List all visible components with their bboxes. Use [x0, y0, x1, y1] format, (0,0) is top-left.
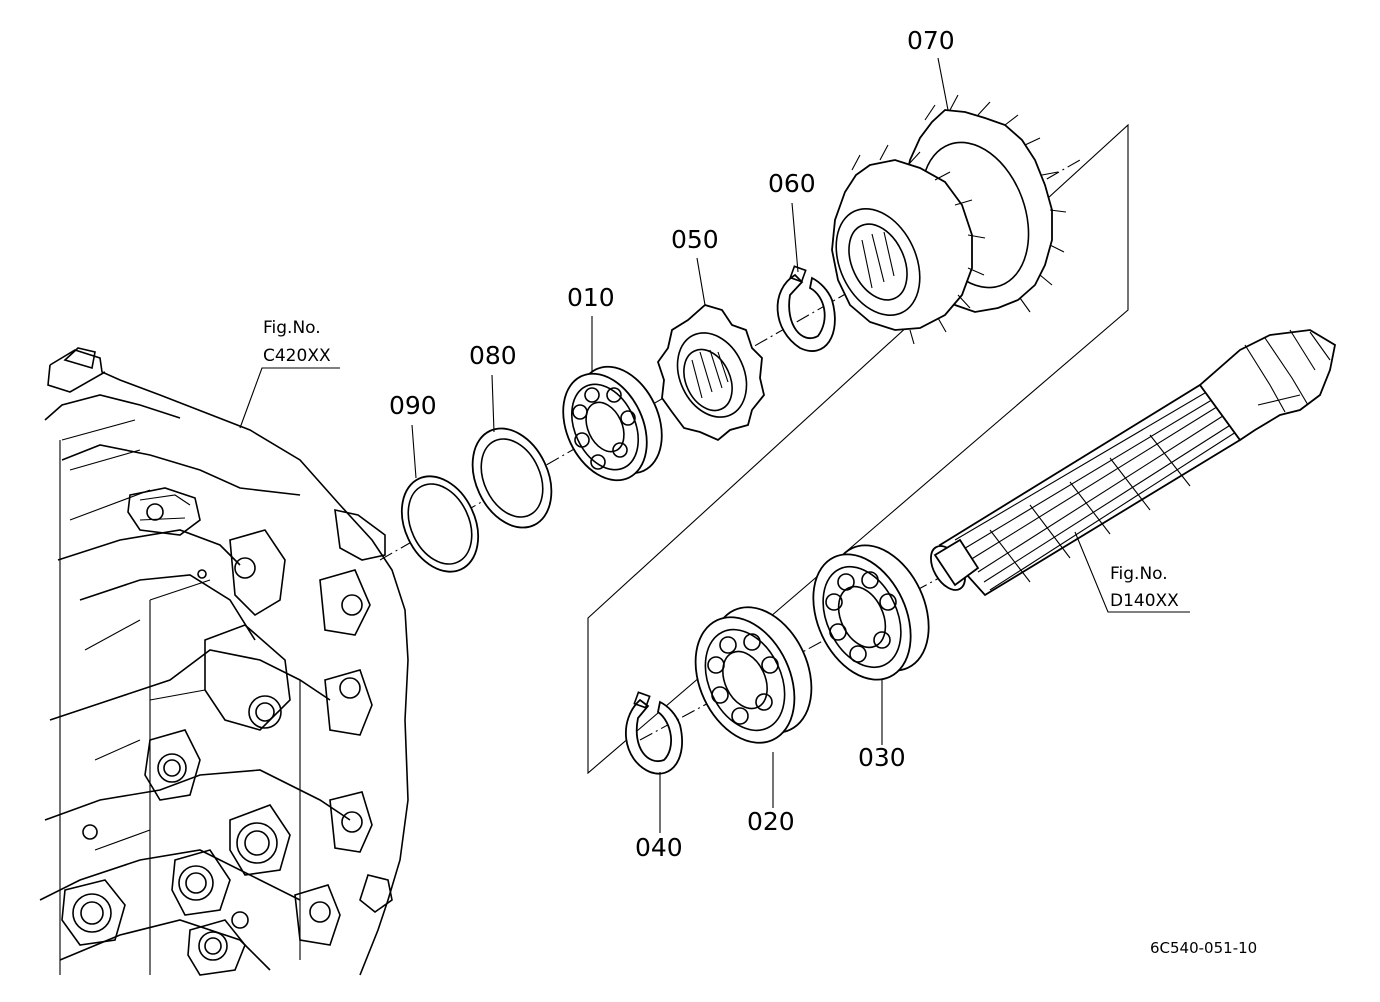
part-080-washer — [471, 427, 553, 529]
label-050: 050 — [671, 225, 719, 254]
leader-lines — [239, 57, 1190, 833]
part-010-bearing — [562, 365, 663, 482]
fig-ref-code-left: C420XX — [263, 346, 331, 366]
label-070: 070 — [907, 26, 955, 55]
label-090: 090 — [389, 391, 437, 420]
fig-ref-title-left: Fig.No. — [263, 318, 321, 338]
part-020-bearing — [694, 606, 813, 744]
label-020: 020 — [747, 807, 795, 836]
part-050-gear — [657, 303, 765, 442]
fig-ref-title-right: Fig.No. — [1110, 564, 1168, 584]
label-010: 010 — [567, 283, 615, 312]
fig-ref-code-right: D140XX — [1110, 591, 1179, 611]
part-030-bearing — [812, 544, 930, 681]
label-030: 030 — [858, 743, 906, 772]
label-060: 060 — [768, 169, 816, 198]
label-080: 080 — [469, 341, 517, 370]
bevel-pinion-shaft — [930, 329, 1337, 597]
part-090-shim — [400, 475, 480, 573]
part-040-snap-ring — [625, 691, 683, 775]
transmission-case — [39, 347, 409, 976]
part-070-cluster-gear — [831, 94, 1067, 345]
label-040: 040 — [635, 833, 683, 862]
drawing-code: 6C540-051-10 — [1150, 939, 1257, 957]
part-060-snap-ring — [776, 265, 836, 352]
